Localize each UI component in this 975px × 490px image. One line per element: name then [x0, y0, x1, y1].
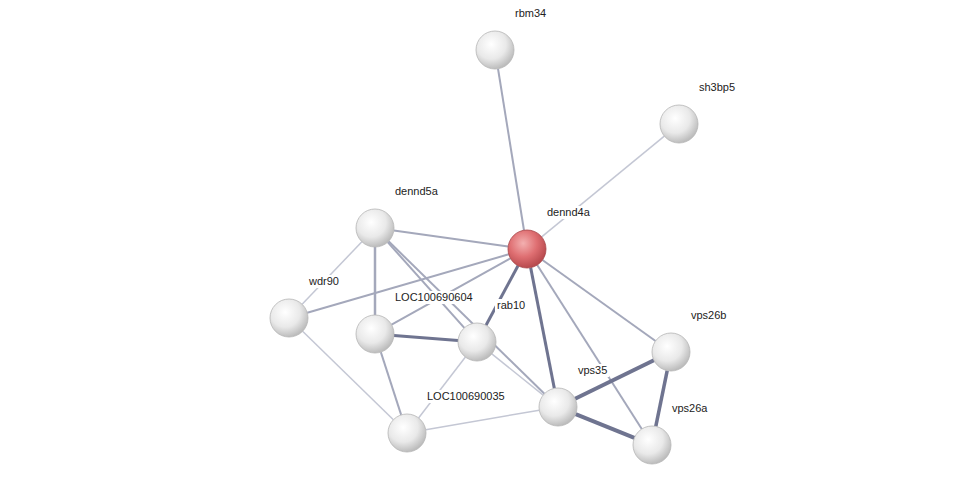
node-circle — [651, 332, 691, 372]
node-circle — [457, 322, 497, 362]
node-circle — [538, 387, 578, 427]
node-circle — [632, 425, 672, 465]
node-label: wdr90 — [307, 275, 341, 288]
node-circle — [507, 229, 547, 269]
interaction-edge — [656, 371, 667, 427]
node-label: LOC100690604 — [393, 291, 475, 304]
interaction-edge — [394, 335, 458, 340]
protein-node: vps26b — [651, 332, 691, 372]
node-label: vps26b — [689, 309, 728, 322]
interaction-edge — [576, 414, 635, 438]
node-label: vps35 — [576, 364, 609, 377]
interaction-edge — [486, 266, 518, 326]
protein-node: LOC100690035 — [387, 413, 427, 453]
node-label: rab10 — [495, 299, 527, 312]
protein-node: wdr90 — [269, 298, 309, 338]
protein-node: rab10 — [457, 322, 497, 362]
protein-node: dennd4a — [507, 229, 547, 269]
protein-node: vps26a — [632, 425, 672, 465]
interaction-edge — [542, 136, 665, 237]
interaction-edge — [388, 242, 465, 328]
interaction-edge — [498, 69, 524, 230]
protein-node: sh3bp5 — [659, 104, 699, 144]
interaction-edge — [419, 357, 466, 418]
node-label: rbm34 — [513, 7, 548, 20]
node-label: dennd5a — [393, 185, 440, 198]
interaction-edge — [374, 247, 377, 315]
interaction-edge — [394, 231, 508, 247]
node-circle — [355, 314, 395, 354]
interaction-edge — [426, 410, 540, 430]
interaction-edge — [302, 242, 362, 305]
interaction-edge — [575, 360, 654, 398]
protein-node: LOC100690604 — [355, 314, 395, 354]
node-circle — [659, 104, 699, 144]
node-label: sh3bp5 — [697, 81, 737, 94]
node-circle — [269, 298, 309, 338]
interaction-edge — [381, 352, 401, 415]
node-circle — [355, 208, 395, 248]
interaction-edge — [307, 254, 509, 312]
protein-node: dennd5a — [355, 208, 395, 248]
interaction-edge — [537, 265, 642, 429]
protein-node: vps35 — [538, 387, 578, 427]
protein-node: rbm34 — [475, 30, 515, 70]
interaction-edge — [492, 354, 543, 395]
node-circle — [387, 413, 427, 453]
node-label: LOC100690035 — [425, 390, 507, 403]
node-label: dennd4a — [545, 206, 592, 219]
node-circle — [475, 30, 515, 70]
node-label: vps26a — [670, 402, 709, 415]
